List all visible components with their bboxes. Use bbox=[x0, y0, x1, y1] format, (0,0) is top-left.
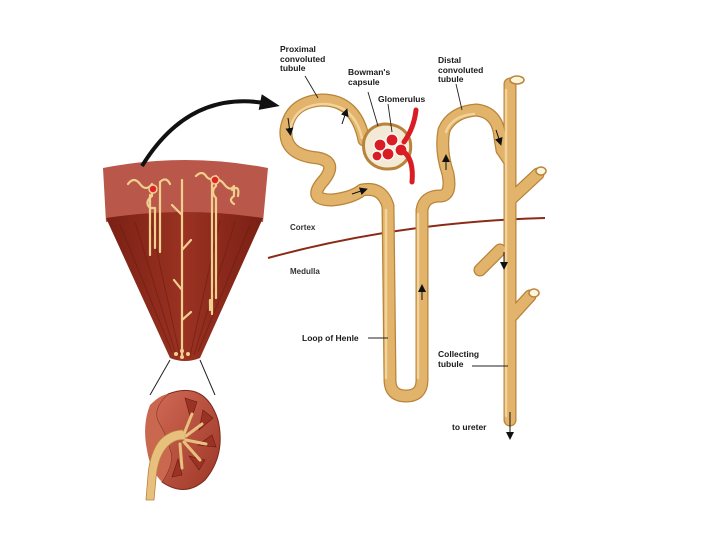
tubule-end-right-lower bbox=[528, 288, 540, 298]
tubule-end-top bbox=[509, 75, 525, 85]
label-proximal-convoluted-tubule: Proximal convoluted tubule bbox=[280, 44, 326, 73]
wedge-glomerulus-left bbox=[148, 184, 158, 194]
flow-arrows bbox=[285, 108, 514, 440]
label-medulla: Medulla bbox=[290, 267, 320, 276]
cortex-region bbox=[103, 160, 268, 222]
label-cortex: Cortex bbox=[290, 223, 316, 232]
zoom-lines bbox=[149, 359, 216, 396]
glomerulus bbox=[371, 107, 419, 185]
label-to-ureter: to ureter bbox=[452, 422, 487, 432]
nephron bbox=[279, 75, 547, 427]
label-collecting-tubule: Collecting tubule bbox=[438, 349, 480, 369]
wedge-glomerulus-right bbox=[210, 175, 220, 185]
label-glomerulus: Glomerulus bbox=[378, 94, 426, 104]
renal-pelvis bbox=[145, 429, 187, 501]
tubule-end-right-upper bbox=[535, 166, 547, 176]
zoom-arrow bbox=[140, 94, 280, 168]
tissue-wedge bbox=[103, 160, 268, 361]
label-bowmans-capsule: Bowman's capsule bbox=[348, 67, 391, 87]
label-distal-convoluted-tubule: Distal convoluted tubule bbox=[438, 55, 484, 84]
medulla-region bbox=[106, 212, 263, 361]
kidney-section bbox=[145, 389, 221, 501]
label-loop-of-henle: Loop of Henle bbox=[302, 333, 359, 343]
leader-lines bbox=[304, 75, 508, 367]
